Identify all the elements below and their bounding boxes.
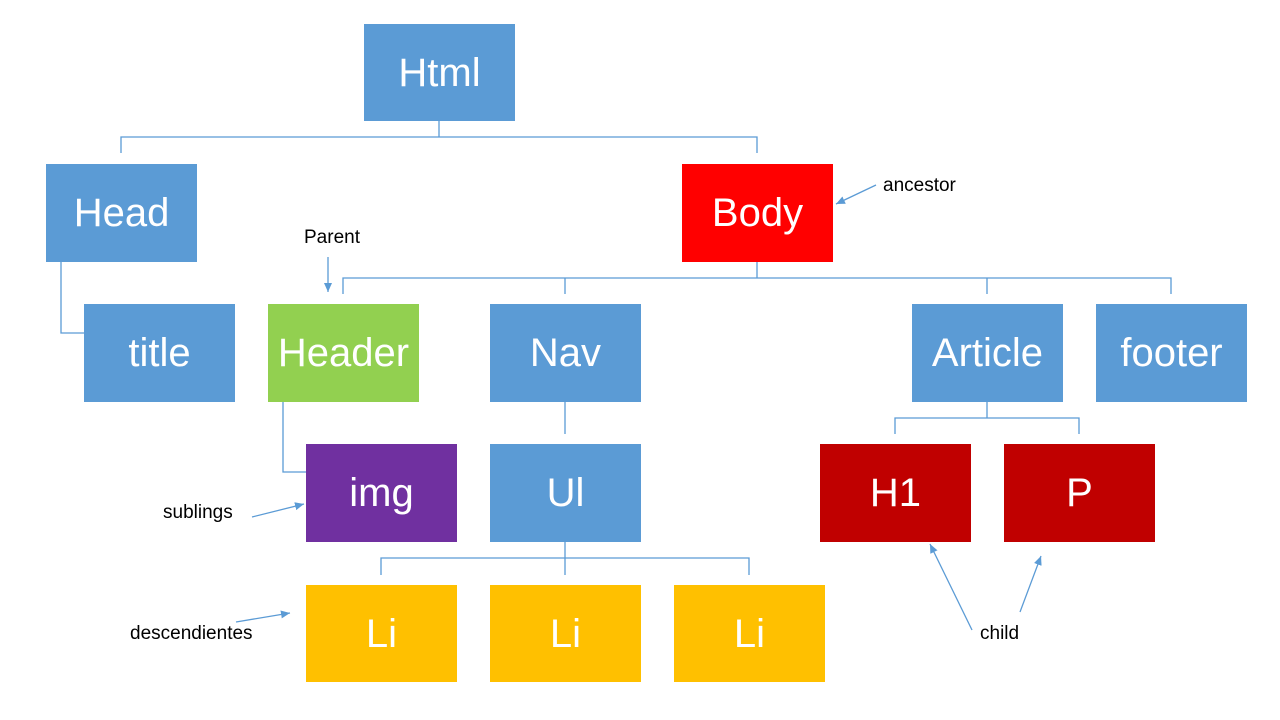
connector-head-title xyxy=(60,262,84,334)
footer-node: footer xyxy=(1096,304,1247,402)
body-node: Body xyxy=(682,164,833,262)
parent-label: Parent xyxy=(304,227,360,248)
connector-body-children xyxy=(342,277,1172,294)
head-node: Head xyxy=(46,164,197,262)
connector-html-children xyxy=(120,136,758,153)
article-node: Article xyxy=(912,304,1063,402)
ul-node: Ul xyxy=(490,444,641,542)
p-node: P xyxy=(1004,444,1155,542)
img-node: img xyxy=(306,444,457,542)
h1-node: H1 xyxy=(820,444,971,542)
ancestor-label: ancestor xyxy=(883,175,956,196)
descendants-arrow xyxy=(235,610,291,623)
nav-node: Nav xyxy=(490,304,641,402)
child-arrow-h1 xyxy=(929,543,973,631)
connector-article-children xyxy=(894,417,1080,434)
connector-header-img xyxy=(282,402,306,473)
child-label: child xyxy=(980,623,1020,644)
ancestor-arrow xyxy=(835,184,877,205)
html-node: Html xyxy=(364,24,515,121)
header-node: Header xyxy=(268,304,419,402)
li-node-2: Li xyxy=(490,585,641,682)
li-node-1: Li xyxy=(306,585,457,682)
li-node-3: Li xyxy=(674,585,825,682)
siblings-arrow xyxy=(251,502,305,518)
siblings-label: sublings xyxy=(163,502,233,523)
child-arrow-p xyxy=(1019,555,1042,613)
descendants-label: descendientes xyxy=(130,623,253,644)
title-node: title xyxy=(84,304,235,402)
